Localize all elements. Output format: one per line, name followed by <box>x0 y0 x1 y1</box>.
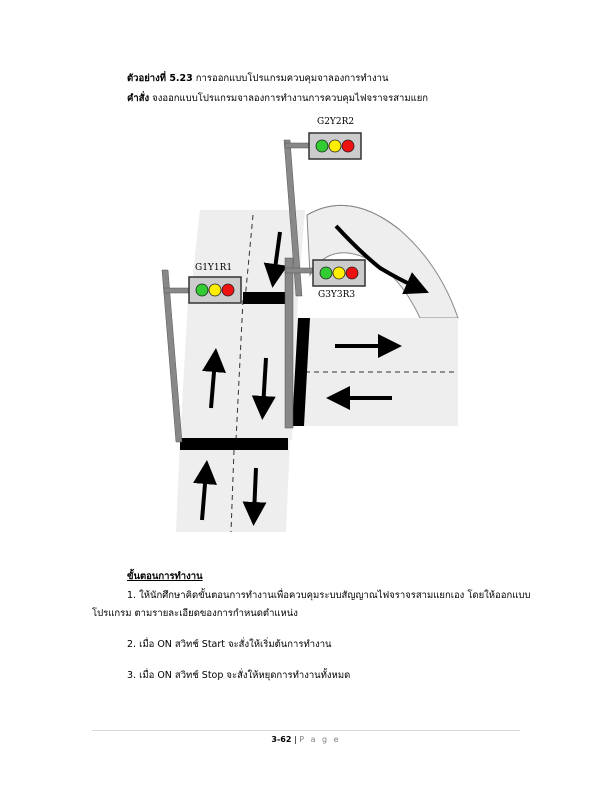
arrow-upper-down <box>263 231 288 288</box>
stop-line-bottom <box>180 438 288 450</box>
arrow-curve <box>334 224 429 295</box>
arrow-middle-up <box>202 348 226 409</box>
page-word: P a g e <box>299 735 341 744</box>
pole-arm-1 <box>163 287 191 294</box>
red-light <box>221 283 235 297</box>
page-footer: 3-62 | P a g e <box>0 735 612 744</box>
steps-heading: ขั้นตอนการทำงาน <box>127 571 203 582</box>
red-light <box>345 266 359 280</box>
red-light <box>341 139 355 153</box>
yellow-light <box>328 139 342 153</box>
green-light <box>315 139 329 153</box>
instruction-text: จงออกแบบโปรแกรมจาลองการทำงานการควบคุมไฟจ… <box>152 93 429 104</box>
traffic-light-g3: G3Y3R3 <box>312 259 366 300</box>
center-line-lower <box>230 449 235 533</box>
intersection-diagram: G2Y2R2 G1Y1R1 G3Y3R3 <box>161 117 459 533</box>
arrow-lower-down <box>242 467 267 526</box>
light-label-g1: G1Y1R1 <box>195 263 232 273</box>
pole-arm-3 <box>284 267 314 274</box>
curved-road-edge-inner <box>306 204 401 231</box>
traffic-light-g2: G2Y2R2 <box>308 117 362 160</box>
arrow-middle-down <box>251 357 276 420</box>
pole-light-2 <box>283 139 303 297</box>
light-label-g2: G2Y2R2 <box>317 117 354 127</box>
light-label-g3: G3Y3R3 <box>318 290 355 300</box>
arrow-lower-up <box>193 460 217 521</box>
traffic-light-g1: G1Y1R1 <box>188 263 242 304</box>
yellow-light <box>208 283 222 297</box>
stop-line-right <box>292 318 310 426</box>
example-title: การออกแบบโปรแกรมควบคุมจาลองการทำงาน <box>195 73 389 84</box>
step-1-line-1: 1. ให้นักศึกษาคิดขั้นตอนการทำงานเพื่อควบ… <box>127 590 531 601</box>
green-light <box>319 266 333 280</box>
page-number: 3-62 <box>271 735 292 744</box>
yellow-light <box>332 266 346 280</box>
instruction-label: คำสั่ง <box>127 93 150 104</box>
footer-separator: | <box>293 735 297 744</box>
footer-divider <box>92 730 520 731</box>
example-label: ตัวอย่างที่ 5.23 <box>127 73 193 84</box>
step-1-line-2: โปรแกรม ตามรายละเอียดของการกำหนดตำแหน่ง <box>92 608 298 619</box>
step-3: 3. เมื่อ ON สวิทช์ Stop จะสั่งให้หยุดการ… <box>127 670 351 681</box>
stop-line-top <box>243 292 288 304</box>
example-heading: ตัวอย่างที่ 5.23 การออกแบบโปรแกรมควบคุมจ… <box>127 71 388 86</box>
green-light <box>195 283 209 297</box>
step-2: 2. เมื่อ ON สวิทช์ Start จะสั่งให้เริ่มต… <box>127 639 332 650</box>
pole-arm-2 <box>284 142 310 149</box>
pole-light-1 <box>161 269 183 443</box>
middle-road <box>180 300 298 440</box>
instruction-line: คำสั่ง จงออกแบบโปรแกรมจาลองการทำงานการคว… <box>127 91 428 106</box>
pole-light-3 <box>284 257 294 429</box>
